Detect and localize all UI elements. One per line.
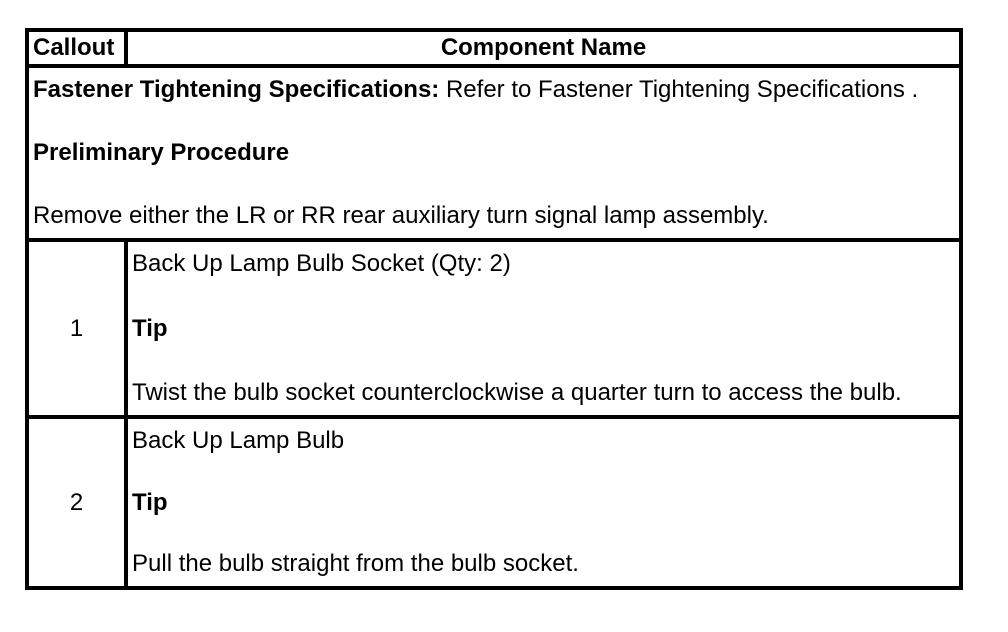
component-spec-table: Callout Component Name Fastener Tighteni…	[25, 28, 963, 590]
tip-text-2: Pull the bulb straight from the bulb soc…	[132, 550, 579, 577]
component-cell-1: Back Up Lamp Bulb Socket (Qty: 2) Tip Tw…	[124, 238, 963, 419]
component-stack-2: Back Up Lamp Bulb Tip Pull the bulb stra…	[130, 421, 957, 584]
preamble-cell: Fastener Tightening Specifications: Refe…	[25, 64, 963, 242]
tip-label-1: Tip	[132, 314, 168, 342]
tip-label-2: Tip	[132, 488, 168, 516]
preliminary-procedure-heading: Preliminary Procedure	[33, 139, 290, 166]
fastener-spec-reference: Refer to Fastener Tightening Specificati…	[439, 76, 919, 103]
preliminary-procedure-step: Remove either the LR or RR rear auxiliar…	[33, 202, 769, 229]
component-cell-2: Back Up Lamp Bulb Tip Pull the bulb stra…	[124, 415, 963, 590]
callout-number-1: 1	[25, 238, 128, 419]
fastener-spec-line: Fastener Tightening Specifications: Refe…	[33, 76, 955, 104]
fastener-spec-label: Fastener Tightening Specifications:	[33, 76, 440, 103]
preamble-row: Fastener Tightening Specifications: Refe…	[25, 64, 963, 242]
table-header-row: Callout Component Name	[25, 28, 963, 68]
table-row: 1 Back Up Lamp Bulb Socket (Qty: 2) Tip …	[25, 238, 963, 419]
callout-number-2: 2	[25, 415, 128, 590]
component-name-column-header: Component Name	[124, 28, 963, 68]
component-stack-1: Back Up Lamp Bulb Socket (Qty: 2) Tip Tw…	[130, 244, 957, 413]
component-name-2: Back Up Lamp Bulb	[132, 427, 345, 454]
component-name-1: Back Up Lamp Bulb Socket (Qty: 2)	[132, 250, 511, 277]
tip-text-1: Twist the bulb socket counterclockwise a…	[132, 379, 902, 406]
callout-column-header: Callout	[25, 28, 128, 68]
table-row: 2 Back Up Lamp Bulb Tip Pull the bulb st…	[25, 415, 963, 590]
preamble-stack: Fastener Tightening Specifications: Refe…	[31, 70, 957, 236]
